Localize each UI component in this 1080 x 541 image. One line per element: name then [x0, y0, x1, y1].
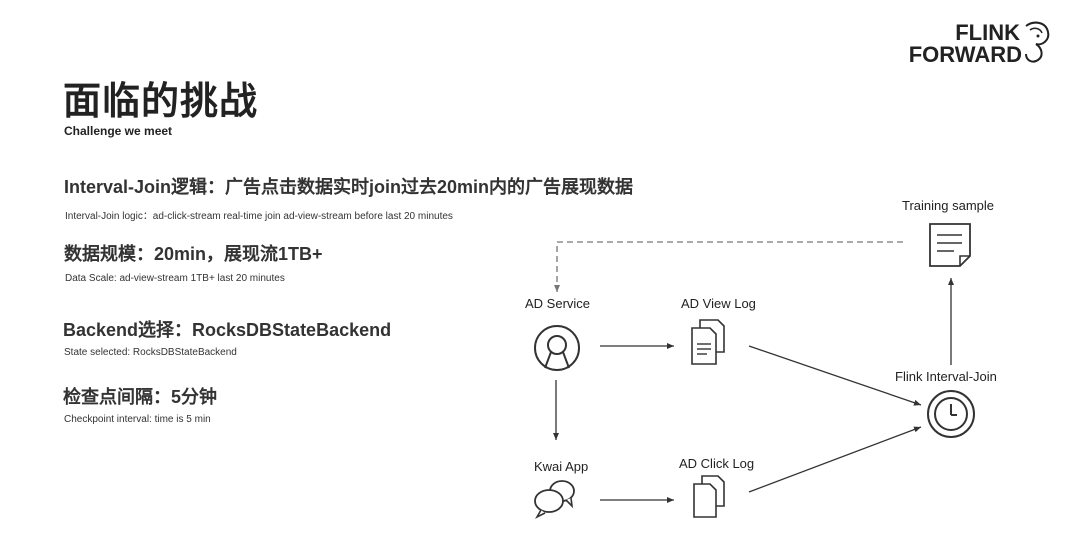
documents-icon [691, 319, 725, 365]
point-1-detail: Interval-Join logic：ad-click-stream real… [65, 211, 453, 222]
point-4-heading: 检查点间隔：5分钟 [63, 387, 218, 407]
point-1-heading: Interval-Join逻辑：广告点击数据实时join过去20min内的广告展… [64, 177, 634, 197]
compass-icon [534, 325, 580, 371]
page-title: 面临的挑战 [63, 81, 259, 123]
node-label-kwai-app: Kwai App [534, 459, 589, 474]
point-2-heading: 数据规模：20min，展现流1TB+ [64, 244, 323, 264]
squirrel-logo-icon [1025, 21, 1050, 63]
edge-ad-view-log-to-flink [748, 345, 922, 406]
documents-icon [693, 475, 725, 518]
edge-training-sample-to-ad-service-dashed [554, 241, 903, 292]
flink-forward-logo: FLINK FORWARD [909, 18, 1052, 68]
node-label-ad-view-log: AD View Log [681, 296, 756, 311]
edge-ad-click-log-to-flink [748, 426, 922, 493]
node-label-ad-service: AD Service [525, 296, 591, 311]
logo-line-2: FORWARD [908, 42, 1022, 67]
clock-icon [927, 390, 975, 438]
node-label-flink-interval-join: Flink Interval-Join [895, 369, 997, 384]
chat-bubbles-icon [534, 480, 575, 519]
point-3-heading: Backend选择：RocksDBStateBackend [63, 320, 392, 340]
point-4-detail: Checkpoint interval: time is 5 min [64, 414, 211, 425]
note-icon [929, 223, 971, 267]
node-label-training-sample: Training sample [902, 198, 995, 213]
logo-line-1: FLINK [955, 20, 1020, 45]
page-subtitle: Challenge we meet [64, 124, 173, 138]
node-label-ad-click-log: AD Click Log [679, 456, 755, 471]
point-2-detail: Data Scale: ad-view-stream 1TB+ last 20 … [65, 273, 285, 284]
point-3-detail: State selected: RocksDBStateBackend [64, 347, 237, 358]
